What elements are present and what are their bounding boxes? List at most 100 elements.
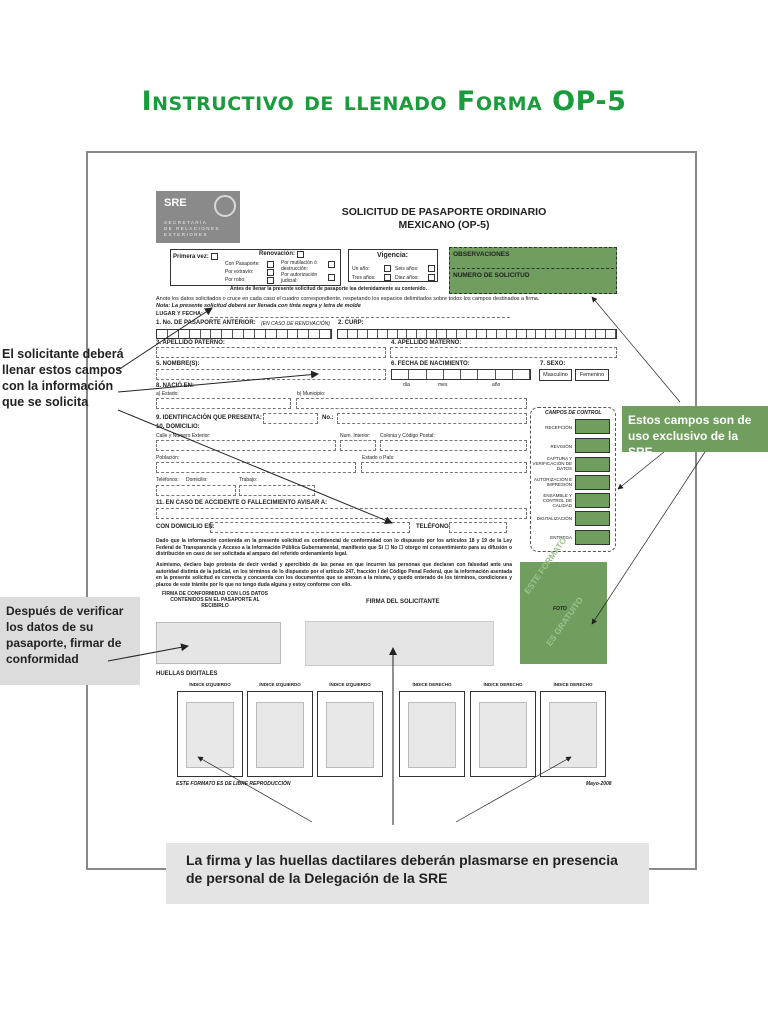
tel-domicilio-label: Domicilio: [186,477,208,483]
fingerprint-box[interactable] [540,691,606,777]
finger-label: ÍNDICE DERECHO [412,682,452,687]
legal-protesta: Asimismo, declaro bajo protesta de decir… [156,562,512,588]
vigencia-box: Vigencia: Un año: Seis años: Tres años: … [348,249,438,282]
firma-conformidad-label: FIRMA DE CONFORMIDAD CON LOS DATOS CONTE… [161,591,268,609]
apellido-materno-field[interactable] [390,347,617,358]
avisar-label: 11. EN CASO DE ACCIDENTE O FALLECIMIENTO… [156,500,328,506]
control-box [575,475,610,490]
control-box [575,511,610,526]
fecha-nacimiento-field[interactable] [391,369,531,380]
fingerprint-box[interactable] [470,691,536,777]
callout-firma-huellas: La firma y las huellas dactilares deberá… [166,843,649,904]
identificacion-label: 9. IDENTIFICACIÓN QUE PRESENTA: [156,415,262,421]
fingerprint-box[interactable] [317,691,383,777]
form-title-line2: MEXICANO (OP-5) [398,219,490,231]
municipio-label: b) Municipio: [297,391,326,397]
diez-anos-label: Diez años: [395,275,419,281]
control-label: ENTREGA [550,535,572,540]
control-box [575,457,610,472]
tres-anos-label: Tres años: [352,275,376,281]
colonia-field[interactable] [380,440,527,451]
libre-reproduccion: ESTE FORMATO ES DE LIBRE REPRODUCCIÓN [176,781,291,787]
curp-label: 2. CURP: [338,320,364,326]
instructions: Anote los datos solicitados o cruce en c… [156,296,540,302]
fecha-forma: Mayo-2008 [586,781,612,787]
con-pasaporte-checkbox[interactable] [267,261,274,268]
femenino-option[interactable]: Femenino [575,369,609,381]
autorizacion-label: Por autorización judicial: [281,272,318,284]
control-label: DIGITALIZACIÓN [536,516,572,521]
arrow-line [197,756,313,823]
seis-anos-label: Seis años: [395,266,419,272]
lugar-fecha-field[interactable] [210,310,510,318]
poblacion-field[interactable] [156,462,356,473]
sre-logo: SRE SECRETARÍA DE RELACIONES EXTERIORES [156,191,240,243]
form-title-line1: SOLICITUD DE PASAPORTE ORDINARIO [341,206,547,218]
ano-label: año [492,382,501,388]
pasaporte-anterior-field[interactable] [156,329,332,339]
domicilio-label: 10. DOMICILIO: [156,424,200,430]
firma-solicitante-area[interactable] [305,621,494,666]
estado-pais-field[interactable] [361,462,527,473]
tres-anos-checkbox[interactable] [384,274,391,281]
robo-label: Por robo: [225,277,246,283]
robo-checkbox[interactable] [267,277,274,284]
poblacion-label: Población: [156,455,180,461]
extravio-checkbox[interactable] [267,269,274,276]
seis-anos-checkbox[interactable] [428,265,435,272]
con-domicilio-field[interactable] [210,522,410,533]
renovacion-label: Renovación: [259,251,296,257]
callout-verificar: Después de verificar los datos de su pas… [0,597,140,685]
campos-control-label: CAMPOS DE CONTROL [545,410,602,416]
firma-conformidad-area[interactable] [156,622,281,664]
identificacion-numero-field[interactable] [337,413,527,424]
primera-vez-label: Primera vez: [173,254,209,260]
control-box [575,438,610,453]
finger-label: ÍNDICE IZQUIERDO [259,682,301,687]
nacio-en-label: 8. NACIÓ EN: [156,383,195,389]
finger-label: ÍNDICE DERECHO [553,682,593,687]
num-interior-field[interactable] [340,440,376,451]
masculino-option[interactable]: Masculino [539,369,572,381]
calle-field[interactable] [156,440,336,451]
municipio-field[interactable] [296,398,527,409]
control-label: REVISIÓN [550,444,572,449]
fingerprint-box[interactable] [399,691,465,777]
identificacion-field[interactable] [263,413,318,424]
observaciones-box: OBSERVACIONES NUMERO DE SOLICITUD [449,247,617,294]
vigencia-label: Vigencia: [377,252,408,259]
mutilacion-checkbox[interactable] [328,261,335,268]
autorizacion-checkbox[interactable] [328,274,335,281]
primera-vez-checkbox[interactable] [211,253,218,260]
num-interior-label: Num. Interior: [340,433,371,439]
renovacion-checkbox[interactable] [297,251,304,258]
pasaporte-anterior-note: (EN CASO DE RENOVACIÓN) [261,321,330,327]
callout-solicitante: El solicitante deberá llenar estos campo… [2,347,124,409]
tel-trabajo-label: Trabajo: [239,477,258,483]
estado-pais-label: Estado o País: [362,455,395,461]
apellido-paterno-field[interactable] [156,347,386,358]
mes-label: mes [438,382,448,388]
fecha-nacimiento-label: 6. FECHA DE NACIMIENTO: [391,361,470,367]
nota: Nota: La presente solicitud deberá ser l… [156,303,361,309]
tel-domicilio-field[interactable] [156,485,236,496]
logo-line: SECRETARÍA [164,220,208,225]
nombre-field[interactable] [156,369,386,380]
mutilacion-label: Por mutilación ó destrucción: [281,260,317,272]
curp-field[interactable] [337,329,617,339]
diez-anos-checkbox[interactable] [428,274,435,281]
control-box [575,419,610,434]
un-ano-checkbox[interactable] [384,265,391,272]
control-label: CAPTURA Y VERIFICACIÓN DE DATOS [532,456,572,471]
arrow-line [117,370,319,393]
control-label: AUTORIZACIÓN E IMPRESIÓN [533,477,572,487]
avisar-field[interactable] [156,508,527,519]
fingerprint-box[interactable] [247,691,313,777]
telefono-field[interactable] [449,522,507,533]
arrow-line [591,451,706,625]
apellido-paterno-label: 3. APELLIDO PATERNO: [156,340,225,346]
fingerprint-box[interactable] [177,691,243,777]
extravio-label: Por extravío: [225,269,254,275]
estado-field[interactable] [156,398,291,409]
un-ano-label: Un año: [352,266,370,272]
